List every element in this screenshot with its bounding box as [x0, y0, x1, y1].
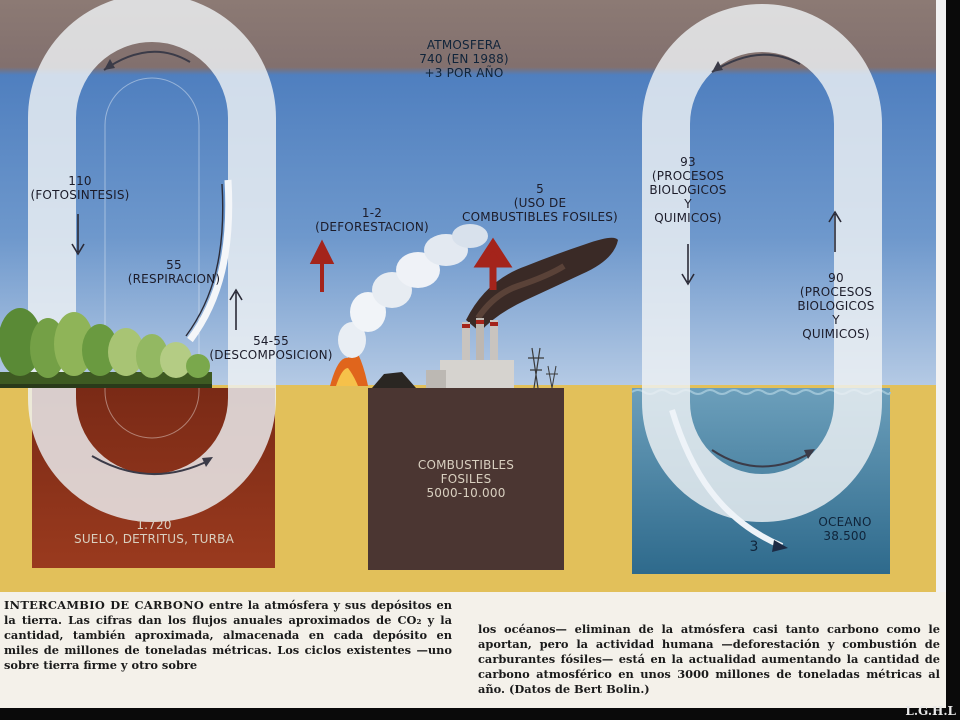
- fossil-use-red-arrow: [473, 237, 513, 290]
- caption-left-column: INTERCAMBIO DE CARBONO entre la atmósfer…: [4, 598, 452, 673]
- fossil-fuel-reservoir: [368, 388, 564, 570]
- decomposition-label: 54-55 (DESCOMPOSICION): [209, 334, 333, 362]
- land-loop-top-arrow: [103, 50, 191, 71]
- ocean-up-label: 90 (PROCESOS BIOLOGICOS Y QUIMICOS): [797, 271, 875, 341]
- power-plant: [372, 237, 618, 389]
- land-cycle-inner: [104, 77, 200, 439]
- land-loop-bottom-arrow: [91, 455, 211, 475]
- ocean-deep-flux-arrow: [669, 409, 784, 549]
- ocean-cycle-loop: [642, 4, 882, 522]
- ocean-store-label: OCEANO 38.500: [818, 515, 872, 543]
- fossil-use-label: 5 (USO DE COMBUSTIBLES FOSILES): [462, 182, 618, 224]
- deforestation-label: 1-2 (DEFORESTACION): [315, 206, 429, 234]
- caption-left-text: entre la atmósfera y sus depósitos en la…: [4, 598, 453, 672]
- photosynthesis-down-arrow: [71, 214, 85, 256]
- author-credit: L.G.H.L: [905, 704, 956, 718]
- ocean-loop-top-arrow: [711, 53, 801, 73]
- ocean-loop-bottom-arrowhead: [804, 449, 815, 459]
- land-loop-top-arrowhead: [104, 59, 115, 70]
- caption-right-column: los océanos— eliminan de la atmósfera ca…: [478, 622, 940, 696]
- soil-label: 1.720 SUELO, DETRITUS, TURBA: [74, 518, 234, 546]
- land-cycle-loop: [28, 0, 276, 522]
- figure-caption: INTERCAMBIO DE CARBONO entre la atmósfer…: [0, 592, 946, 708]
- ocean-loop-top-arrowhead: [712, 61, 723, 72]
- ocean-deep-flux-arrowhead: [772, 540, 788, 552]
- ocean-down-arrow: [681, 244, 695, 286]
- deforestation-red-arrow: [309, 239, 335, 292]
- right-white-edge: [936, 0, 946, 600]
- photosynthesis-label: 110 (FOTOSINTESIS): [30, 174, 130, 202]
- ocean-up-arrow: [828, 210, 842, 252]
- deforestation-fire: [330, 224, 488, 386]
- respiration-label: 55 (RESPIRACION): [127, 258, 221, 286]
- ocean-flux-label: 3: [749, 539, 759, 555]
- respiration-curve-arrow: [185, 183, 224, 337]
- respiration-swoosh: [187, 179, 233, 343]
- land-loop-bottom-arrowhead: [202, 457, 213, 467]
- atmosphere-band: [0, 0, 946, 395]
- ocean-down-label: 93 (PROCESOS BIOLOGICOS Y QUIMICOS): [649, 155, 727, 225]
- decomposition-up-arrow: [229, 288, 243, 330]
- forest: [0, 308, 212, 388]
- atmosphere-label: ATMOSFERA 740 (EN 1988) +3 POR AÑO: [419, 38, 509, 80]
- caption-lead: INTERCAMBIO DE CARBONO: [4, 598, 205, 612]
- ocean-loop-bottom-arrow: [711, 449, 813, 468]
- fossil-store-label: COMBUSTIBLES FOSILES 5000-10.000: [417, 458, 515, 500]
